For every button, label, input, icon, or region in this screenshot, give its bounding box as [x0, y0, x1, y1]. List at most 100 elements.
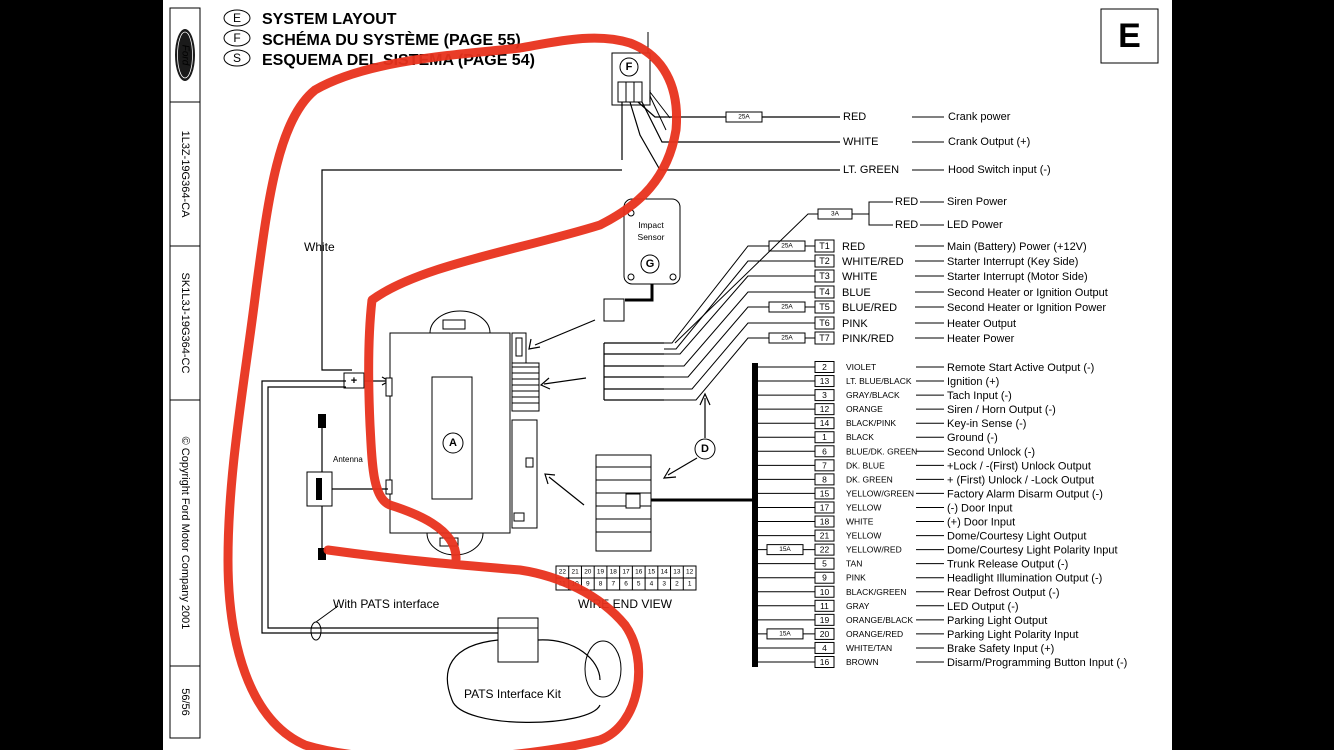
pin-label: 14 [820, 418, 830, 428]
wire-function: (-) Door Input [947, 502, 1012, 514]
fuse-label: 25A [738, 114, 750, 121]
pin-label: 21 [820, 531, 830, 541]
pin-label: 1 [822, 432, 827, 442]
wire-color: ORANGE/BLACK [846, 615, 913, 625]
wire-color: BROWN [846, 657, 879, 667]
wire-color: PINK [846, 573, 866, 583]
pin-label: 8 [822, 474, 827, 484]
pin-label: 4 [822, 643, 827, 653]
connector-d-label: D [701, 443, 709, 455]
main-module: A [385, 310, 596, 556]
wire-end-pin: 16 [635, 569, 643, 576]
pats-interface-label: With PATS interface [333, 597, 440, 611]
title-letter-f: F [233, 31, 240, 45]
wiring-diagram: Ford 1L3Z-19G364-CA SK1L3J-19G364-CC © C… [169, 7, 1159, 750]
fuse-label: 15A [779, 546, 791, 553]
title-letter-s: S [233, 51, 241, 65]
wire-row-top: WHITE Crank Output (+) [843, 136, 1030, 148]
wire-function: Main (Battery) Power (+12V) [947, 241, 1087, 253]
pin-label: 2 [822, 362, 827, 372]
page-number: 56/56 [179, 688, 191, 716]
wire-color: BLACK/PINK [846, 418, 896, 428]
connector-f: F [611, 32, 840, 171]
terminal-label: T1 [819, 241, 830, 251]
wire-function: Heater Output [947, 318, 1016, 330]
pin-label: 22 [820, 545, 830, 555]
title-text-french: SCHÉMA DU SYSTÈME (PAGE 55) [262, 30, 521, 49]
terminal-label: T5 [819, 302, 830, 312]
wire-end-pin: 12 [686, 569, 694, 576]
wire-function: Rear Defrost Output (-) [947, 587, 1059, 599]
wire-function: Second Heater or Ignition Output [947, 287, 1108, 299]
sensor-label-line2: Sensor [638, 232, 665, 242]
wire-end-pin: 14 [661, 569, 669, 576]
pin-label: 20 [820, 629, 830, 639]
wire-row-terminal: T4 BLUE Second Heater or Ignition Output [664, 285, 1108, 367]
svg-text:+: + [351, 375, 357, 387]
wire-color: LT. GREEN [843, 164, 899, 176]
pin-label: 16 [820, 657, 830, 667]
connector-f-label: F [626, 61, 633, 73]
wire-function: Hood Switch input (-) [948, 164, 1051, 176]
part-number-b: SK1L3J-19G364-CC [179, 273, 191, 374]
pats-kit-label: PATS Interface Kit [464, 687, 562, 701]
wire-end-pin: 9 [586, 581, 590, 588]
pin-label: 7 [822, 460, 827, 470]
terminal-label: T3 [819, 271, 830, 281]
red-annotation-loop [223, 33, 682, 750]
page-letter-box: E [1100, 8, 1159, 64]
wire-function: Trunk Release Output (-) [947, 559, 1068, 571]
pin-label: 6 [822, 446, 827, 456]
wire-color: BLUE [842, 287, 871, 299]
wire-end-pin: 5 [637, 581, 641, 588]
wire-function: Second Unlock (-) [947, 446, 1035, 458]
pin-label: 17 [820, 502, 830, 512]
title-text-english: SYSTEM LAYOUT [262, 11, 397, 28]
wire-function: Ignition (+) [947, 376, 999, 388]
wire-color: WHITE/RED [842, 256, 904, 268]
wire-function: Dome/Courtesy Light Output [947, 531, 1086, 543]
wire-end-pin: 7 [611, 581, 615, 588]
wire-color: RED [895, 196, 918, 208]
wire-function: Heater Power [947, 333, 1015, 345]
wire-color: DK. GREEN [846, 474, 893, 484]
pats-wiring: With PATS interface PATS Interface Kit [261, 380, 622, 723]
wire-function: Siren Power [947, 196, 1007, 208]
wire-function: (+) Door Input [947, 517, 1015, 529]
wire-function: Crank Output (+) [948, 136, 1030, 148]
module-letter: A [449, 437, 457, 449]
white-wire: White + [304, 169, 622, 389]
white-wire-label: White [304, 240, 335, 254]
wire-function: Crank power [948, 111, 1011, 123]
pin-label: 15 [820, 488, 830, 498]
logo-text: Ford [180, 45, 191, 66]
wire-function: Starter Interrupt (Key Side) [947, 256, 1078, 268]
wire-color: TAN [846, 559, 862, 569]
pin-label: 18 [820, 517, 830, 527]
title-english: E SYSTEM LAYOUT [223, 9, 397, 28]
wire-color: WHITE [843, 136, 878, 148]
connector-d: D [595, 363, 758, 667]
wire-function: LED Power [947, 219, 1003, 231]
wire-end-pin: 20 [584, 569, 592, 576]
wire-end-pin: 2 [675, 581, 679, 588]
wire-end-pin: 6 [624, 581, 628, 588]
part-number-a: 1L3Z-19G364-CA [179, 131, 191, 218]
terminal-label: T4 [819, 287, 830, 297]
wire-function: Ground (-) [947, 432, 998, 444]
